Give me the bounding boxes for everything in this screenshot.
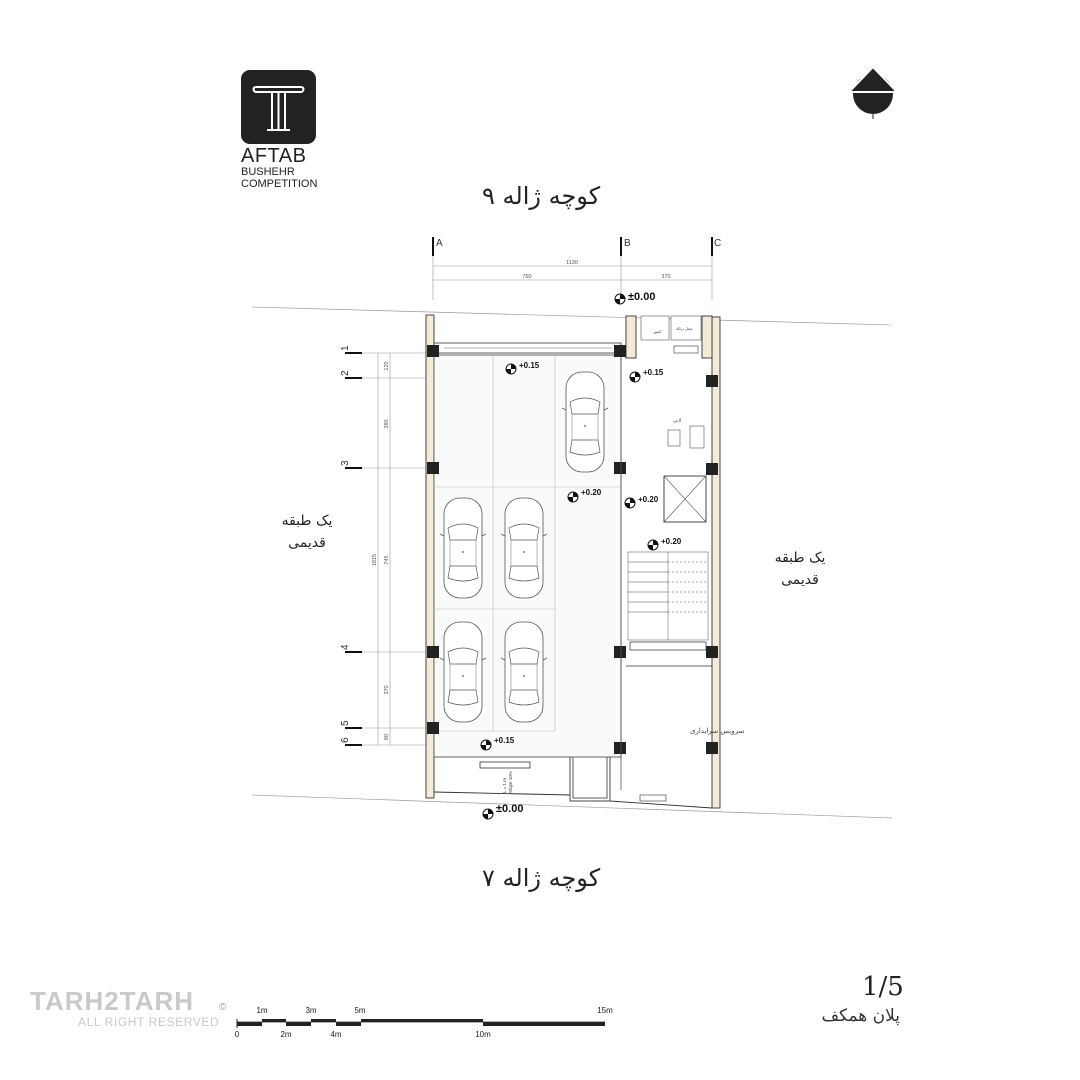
elevation-marker-icon [480, 739, 492, 751]
dim-seg-2-3: 380 [384, 419, 390, 428]
level-entry-top: +0.15 [519, 361, 540, 370]
level-stair: +0.20 [661, 537, 682, 546]
scale-label-0: 0 [235, 1030, 240, 1039]
logo-line-2: BUSHEHR [241, 166, 295, 178]
neighbor-right-line-2: قدیمی [781, 572, 819, 589]
north-arrow-icon [845, 65, 901, 124]
level-street-top: ±0.00 [628, 291, 655, 303]
level-street-bottom: ±0.00 [496, 803, 523, 815]
wall-entry-east [701, 315, 713, 359]
trash-label: محل زباله [676, 326, 693, 331]
level-parking-mid: +0.20 [581, 488, 602, 497]
elevation-marker-icon [482, 808, 494, 820]
level-lobby: +0.15 [643, 368, 664, 377]
scale-label-2m: 2m [280, 1030, 291, 1039]
car-icon [439, 497, 487, 599]
dim-seg-3-4: 745 [384, 555, 390, 564]
watermark-notice: ALL RIGHT RESERVED [78, 1015, 220, 1029]
row-axis-1: 1 [340, 345, 351, 351]
wall-entry-west [625, 315, 637, 359]
level-parking-bottom: +0.15 [494, 736, 515, 745]
dim-seg-1-2: 120 [384, 361, 390, 370]
logo-caption: AFTAB BUSHEHR COMPETITION [241, 146, 317, 190]
scale-bar [236, 1019, 605, 1028]
scale-label-15m: 15m [597, 1006, 613, 1015]
scale-label-5m: 5m [354, 1006, 365, 1015]
axis-b-label: B [624, 238, 631, 249]
neighbor-left-label: یک طبقه قدیمی [262, 510, 352, 555]
axis-c-label: C [714, 238, 721, 249]
scale-label-10m: 10m [475, 1030, 491, 1039]
street-top-label: کوچه ژاله ۹ [482, 182, 601, 210]
car-icon [561, 371, 609, 473]
logo-t-icon [241, 70, 316, 144]
neighbor-right-line-1: یک طبقه [774, 550, 826, 566]
sheet-title: پلان همکف [821, 1006, 900, 1026]
row-axis-3: 3 [340, 460, 351, 466]
neighbor-left-line-1: یک طبقه [281, 513, 333, 529]
car-icon [500, 497, 548, 599]
meters-label: کنتور [652, 329, 661, 334]
dim-overall-depth: 1815 [372, 554, 378, 566]
scale-label-3m: 3m [305, 1006, 316, 1015]
elevation-marker-icon [614, 293, 626, 305]
elevation-marker-icon [647, 539, 659, 551]
elevation-marker-icon [505, 363, 517, 375]
row-axis-5: 5 [340, 720, 351, 726]
neighbor-right-label: یک طبقه قدیمی [755, 547, 845, 592]
ramp-slope: Slope 10% [508, 771, 513, 793]
ramp-length: L = 1 m [502, 778, 507, 793]
sheet-number: 1/5 [862, 972, 904, 1002]
elevation-marker-icon [567, 491, 579, 503]
row-axis-6: 6 [340, 737, 351, 743]
elevation-marker-icon [629, 371, 641, 383]
watermark: TARH2TARH ALL RIGHT RESERVED [30, 986, 219, 1029]
car-icon [500, 621, 548, 723]
dim-seg-4-5: 370 [384, 685, 390, 694]
elevation-marker-icon [624, 497, 636, 509]
scale-label-1m: 1m [256, 1006, 267, 1015]
dim-seg-5-6: 80 [384, 734, 390, 740]
dim-bay-bc: 370 [661, 274, 670, 280]
row-axis-4: 4 [340, 644, 351, 650]
axis-a-label: A [436, 238, 443, 249]
copyright-symbol: © [219, 1002, 227, 1013]
level-elevator: +0.20 [638, 495, 659, 504]
logo-line-1: AFTAB [241, 145, 307, 167]
car-icon [439, 621, 487, 723]
staircase [627, 551, 709, 641]
logo-line-3: COMPETITION [241, 178, 318, 190]
dim-bay-ab: 760 [522, 274, 531, 280]
service-room-label: سرویس سرایداری [690, 727, 744, 735]
scale-label-4m: 4m [330, 1030, 341, 1039]
dim-overall-width: 1130 [566, 260, 578, 266]
row-axis-2: 2 [340, 370, 351, 376]
lobby-label: لابی [673, 418, 682, 424]
street-bottom-label: کوچه ژاله ۷ [482, 864, 601, 892]
watermark-brand: TARH2TARH [30, 986, 195, 1016]
wall-east [711, 316, 721, 809]
neighbor-left-line-2: قدیمی [288, 535, 326, 552]
